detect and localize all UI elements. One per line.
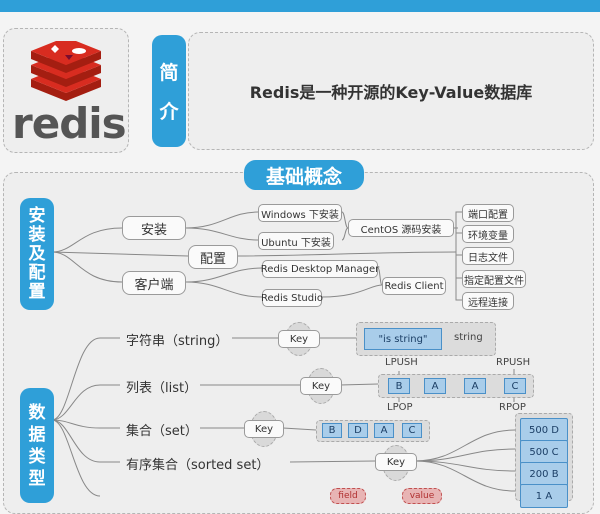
set-key-node: Key: [244, 420, 284, 438]
list-item-3: A: [464, 378, 486, 394]
centos-install-node: CentOS 源码安装: [348, 219, 454, 237]
set-item-1: B: [322, 423, 342, 438]
string-type-label: 字符串（string）: [126, 334, 229, 349]
list-item-1: B: [388, 378, 410, 394]
set-item-3: A: [374, 423, 394, 438]
redis-client-node: Redis Client: [382, 277, 446, 295]
zset-key-node: Key: [375, 453, 417, 471]
hash-field-tag: field: [330, 488, 366, 504]
ubuntu-install-node: Ubuntu 下安装: [258, 232, 334, 250]
list-key-node: Key: [300, 377, 342, 395]
intro-description: Redis是一种开源的Key-Value数据库: [249, 83, 533, 102]
set-item-2: D: [348, 423, 368, 438]
data-types-tab: 数 据 类 型: [20, 388, 54, 503]
config-remote: 远程连接: [462, 292, 514, 310]
config-file: 指定配置文件: [462, 270, 526, 288]
hash-value-tag: value: [402, 488, 442, 504]
redis-logo-icon: [31, 41, 101, 101]
config-env: 环境变量: [462, 225, 514, 243]
rpush-label: RPUSH: [496, 357, 531, 368]
list-type-label: 列表（list）: [126, 381, 198, 396]
list-item-4: C: [504, 378, 526, 394]
set-item-4: C: [402, 423, 422, 438]
config-log: 日志文件: [462, 247, 514, 265]
rdm-node: Redis Desktop Manager: [261, 260, 379, 278]
connector-lines: [51, 211, 516, 497]
set-type-label: 集合（set）: [126, 424, 198, 439]
config-node: 配置: [188, 245, 238, 269]
basic-concepts-title: 基础概念: [244, 160, 364, 190]
intro-tab: 简 介: [152, 35, 186, 147]
zset-item-1: 500 D: [520, 418, 568, 442]
install-node: 安装: [122, 216, 186, 240]
zset-item-2: 500 C: [520, 440, 568, 464]
string-type-tag: string: [454, 332, 483, 343]
string-key-node: Key: [278, 330, 320, 348]
lpop-label: LPOP: [387, 402, 413, 413]
set-value-strip: [316, 420, 430, 442]
config-port: 端口配置: [462, 204, 514, 222]
rpop-label: RPOP: [499, 402, 526, 413]
windows-install-node: Windows 下安装: [258, 204, 342, 222]
list-item-2: A: [424, 378, 446, 394]
install-config-tab: 安 装 及 配 置: [20, 198, 54, 310]
zset-type-label: 有序集合（sorted set）: [126, 458, 270, 473]
client-node: 客户端: [122, 271, 186, 295]
lpush-label: LPUSH: [385, 357, 418, 368]
string-value: "is string": [364, 328, 442, 350]
redis-studio-node: Redis Studio: [261, 289, 323, 307]
zset-item-3: 200 B: [520, 462, 568, 486]
intro-panel: Redis是一种开源的Key-Value数据库: [188, 32, 594, 150]
logo-text: redis: [12, 99, 127, 148]
top-accent-bar: [0, 0, 600, 12]
zset-item-4: 1 A: [520, 484, 568, 508]
logo-panel: redis: [3, 28, 129, 153]
